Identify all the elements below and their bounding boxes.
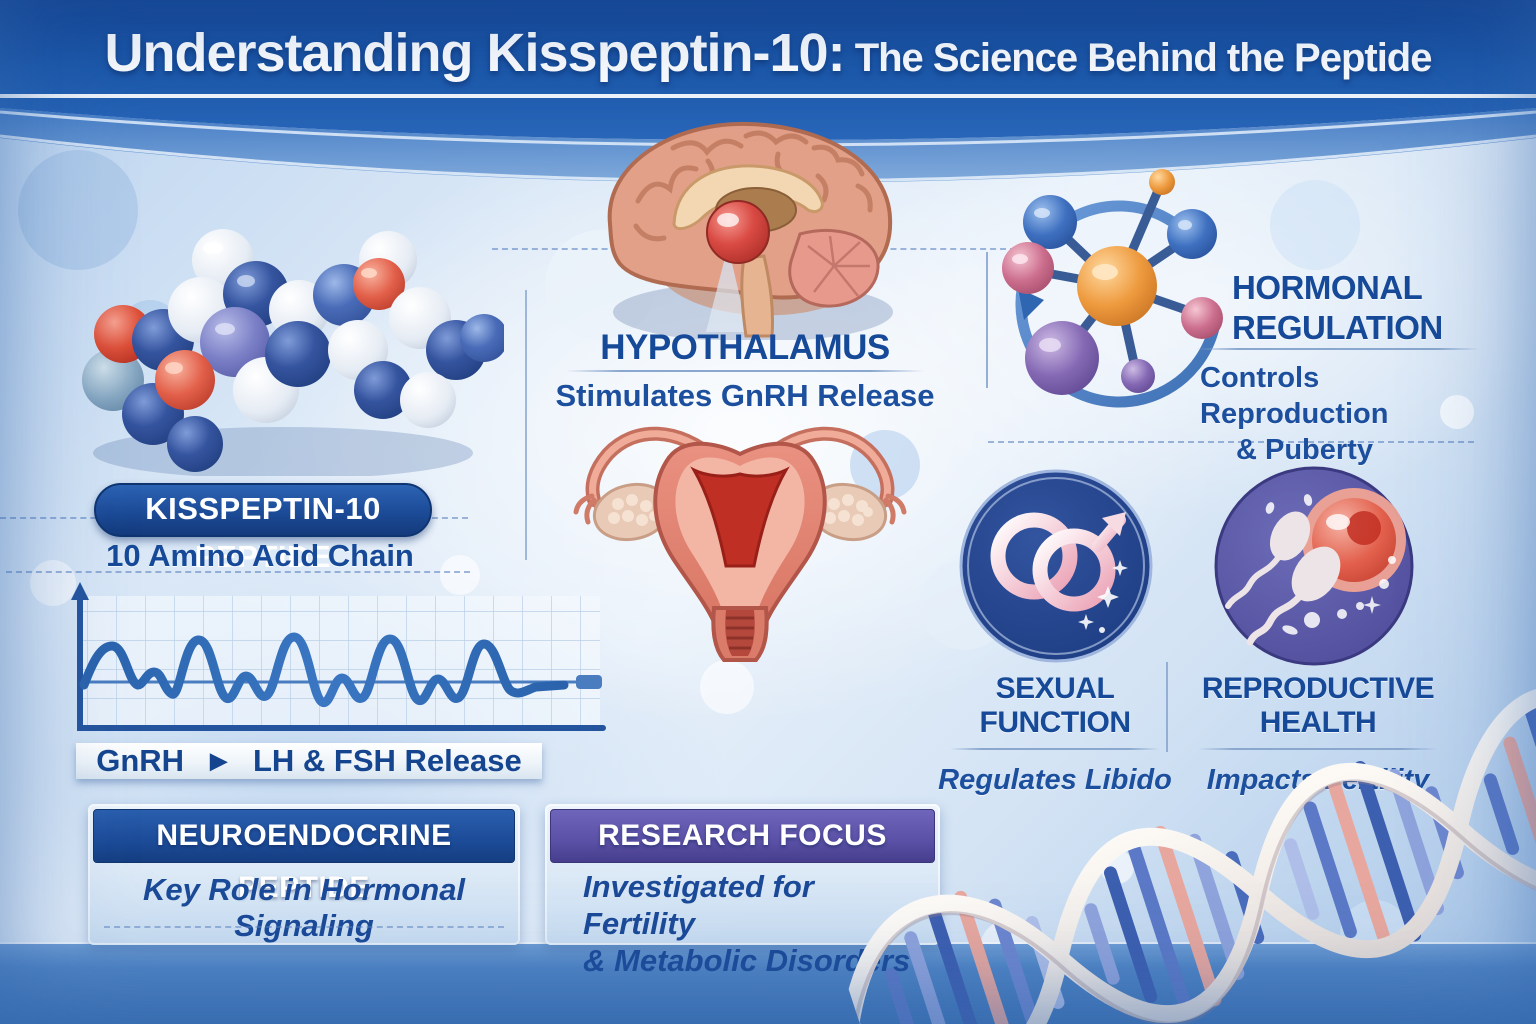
peptide-molecule-illustration [82, 229, 504, 476]
female-symbol-icon [990, 512, 1078, 639]
hypothalamus-subtitle: Stimulates GnRH Release [555, 378, 935, 413]
sexual-function-icon [959, 469, 1153, 663]
uterus-illustration [573, 426, 907, 662]
sexual-function-title: SEXUAL FUNCTION [979, 672, 1131, 739]
hormonal-title-line1: HORMONAL [1232, 269, 1423, 306]
label-vertical-divider [1166, 662, 1168, 752]
neuroendocrine-card-body: Key Role in Hormonal Signaling [142, 872, 466, 943]
reproductive-health-title: REPRODUCTIVE HEALTH [1201, 672, 1435, 739]
male-arrowhead [1102, 512, 1126, 536]
neuroendocrine-card: NEUROENDOCRINE PEPTIDE Key Role in Hormo… [88, 804, 520, 945]
cycle-arrow-icon [1015, 200, 1220, 408]
amino-acid-caption: 10 Amino Acid Chain [106, 538, 414, 573]
reproductive-health-icon [1214, 466, 1414, 666]
hormonal-title-line2: REGULATION [1232, 309, 1443, 346]
bokeh-circle [700, 660, 754, 714]
hypothalamus-divider [566, 370, 924, 372]
hormonal-regulation-title: HORMONAL REGULATION [1232, 268, 1512, 348]
hormone-network-icon [1002, 169, 1223, 408]
gnrh-pulse-chart [71, 582, 606, 731]
vertical-divider [525, 290, 527, 560]
dashed-separator [104, 926, 504, 928]
hormonal-regulation-subtitle: Controls Reproduction & Puberty [1200, 360, 1500, 468]
chart-axes [77, 587, 606, 731]
bokeh-circle [1270, 180, 1360, 270]
research-card-title: RESEARCH FOCUS [550, 809, 935, 863]
page-title: Understanding Kisspeptin-10: The Science… [0, 22, 1536, 84]
hormonal-subtitle-line1: Controls Reproduction [1200, 362, 1389, 430]
bokeh-circle [1440, 395, 1474, 429]
neuroendocrine-card-title: NEUROENDOCRINE PEPTIDE [93, 809, 515, 904]
bokeh-circle [440, 555, 480, 595]
sexual-function-label: SEXUAL FUNCTION Regulates Libido [930, 672, 1180, 797]
pulse-waveform [79, 632, 569, 707]
bottom-band [0, 944, 1536, 1024]
gnrh-release-label: GnRH ▶ LH & FSH Release [76, 743, 542, 779]
research-focus-card: RESEARCH FOCUS Investigated for Fertilit… [545, 804, 940, 978]
hypothalamus-title: HYPOTHALAMUS [600, 328, 890, 367]
research-card-body-line1: Investigated for Fertility [583, 869, 814, 941]
sperm-cells [1225, 511, 1341, 646]
sexual-function-subtitle: Regulates Libido [938, 764, 1172, 796]
bokeh-circle [30, 560, 76, 606]
research-card-body: Investigated for Fertility & Metabolic D… [583, 868, 928, 979]
gnrh-label: GnRH [96, 743, 185, 778]
hormonal-subtitle-line2: & Puberty [1236, 434, 1373, 466]
bokeh-circle [18, 150, 138, 270]
kisspeptin-badge: KISSPEPTIN-10 PEPTIDE [94, 483, 432, 574]
y-axis-arrow [71, 582, 89, 600]
page-title-main: Understanding Kisspeptin-10: [104, 23, 846, 83]
lh-fsh-label: LH & FSH Release [252, 743, 522, 778]
brain-hypothalamus-illustration [607, 121, 893, 340]
sexual-function-divider [950, 748, 1160, 750]
dna-helix-illustration [841, 686, 1536, 1024]
dashed-separator [6, 571, 470, 573]
arrow-right-icon: ▶ [210, 748, 227, 773]
dashed-separator [988, 441, 1474, 443]
hormonal-divider [1196, 348, 1480, 350]
reproductive-health-divider [1198, 748, 1438, 750]
page-title-sub: The Science Behind the Peptide [844, 36, 1433, 80]
vertical-divider [986, 252, 988, 388]
